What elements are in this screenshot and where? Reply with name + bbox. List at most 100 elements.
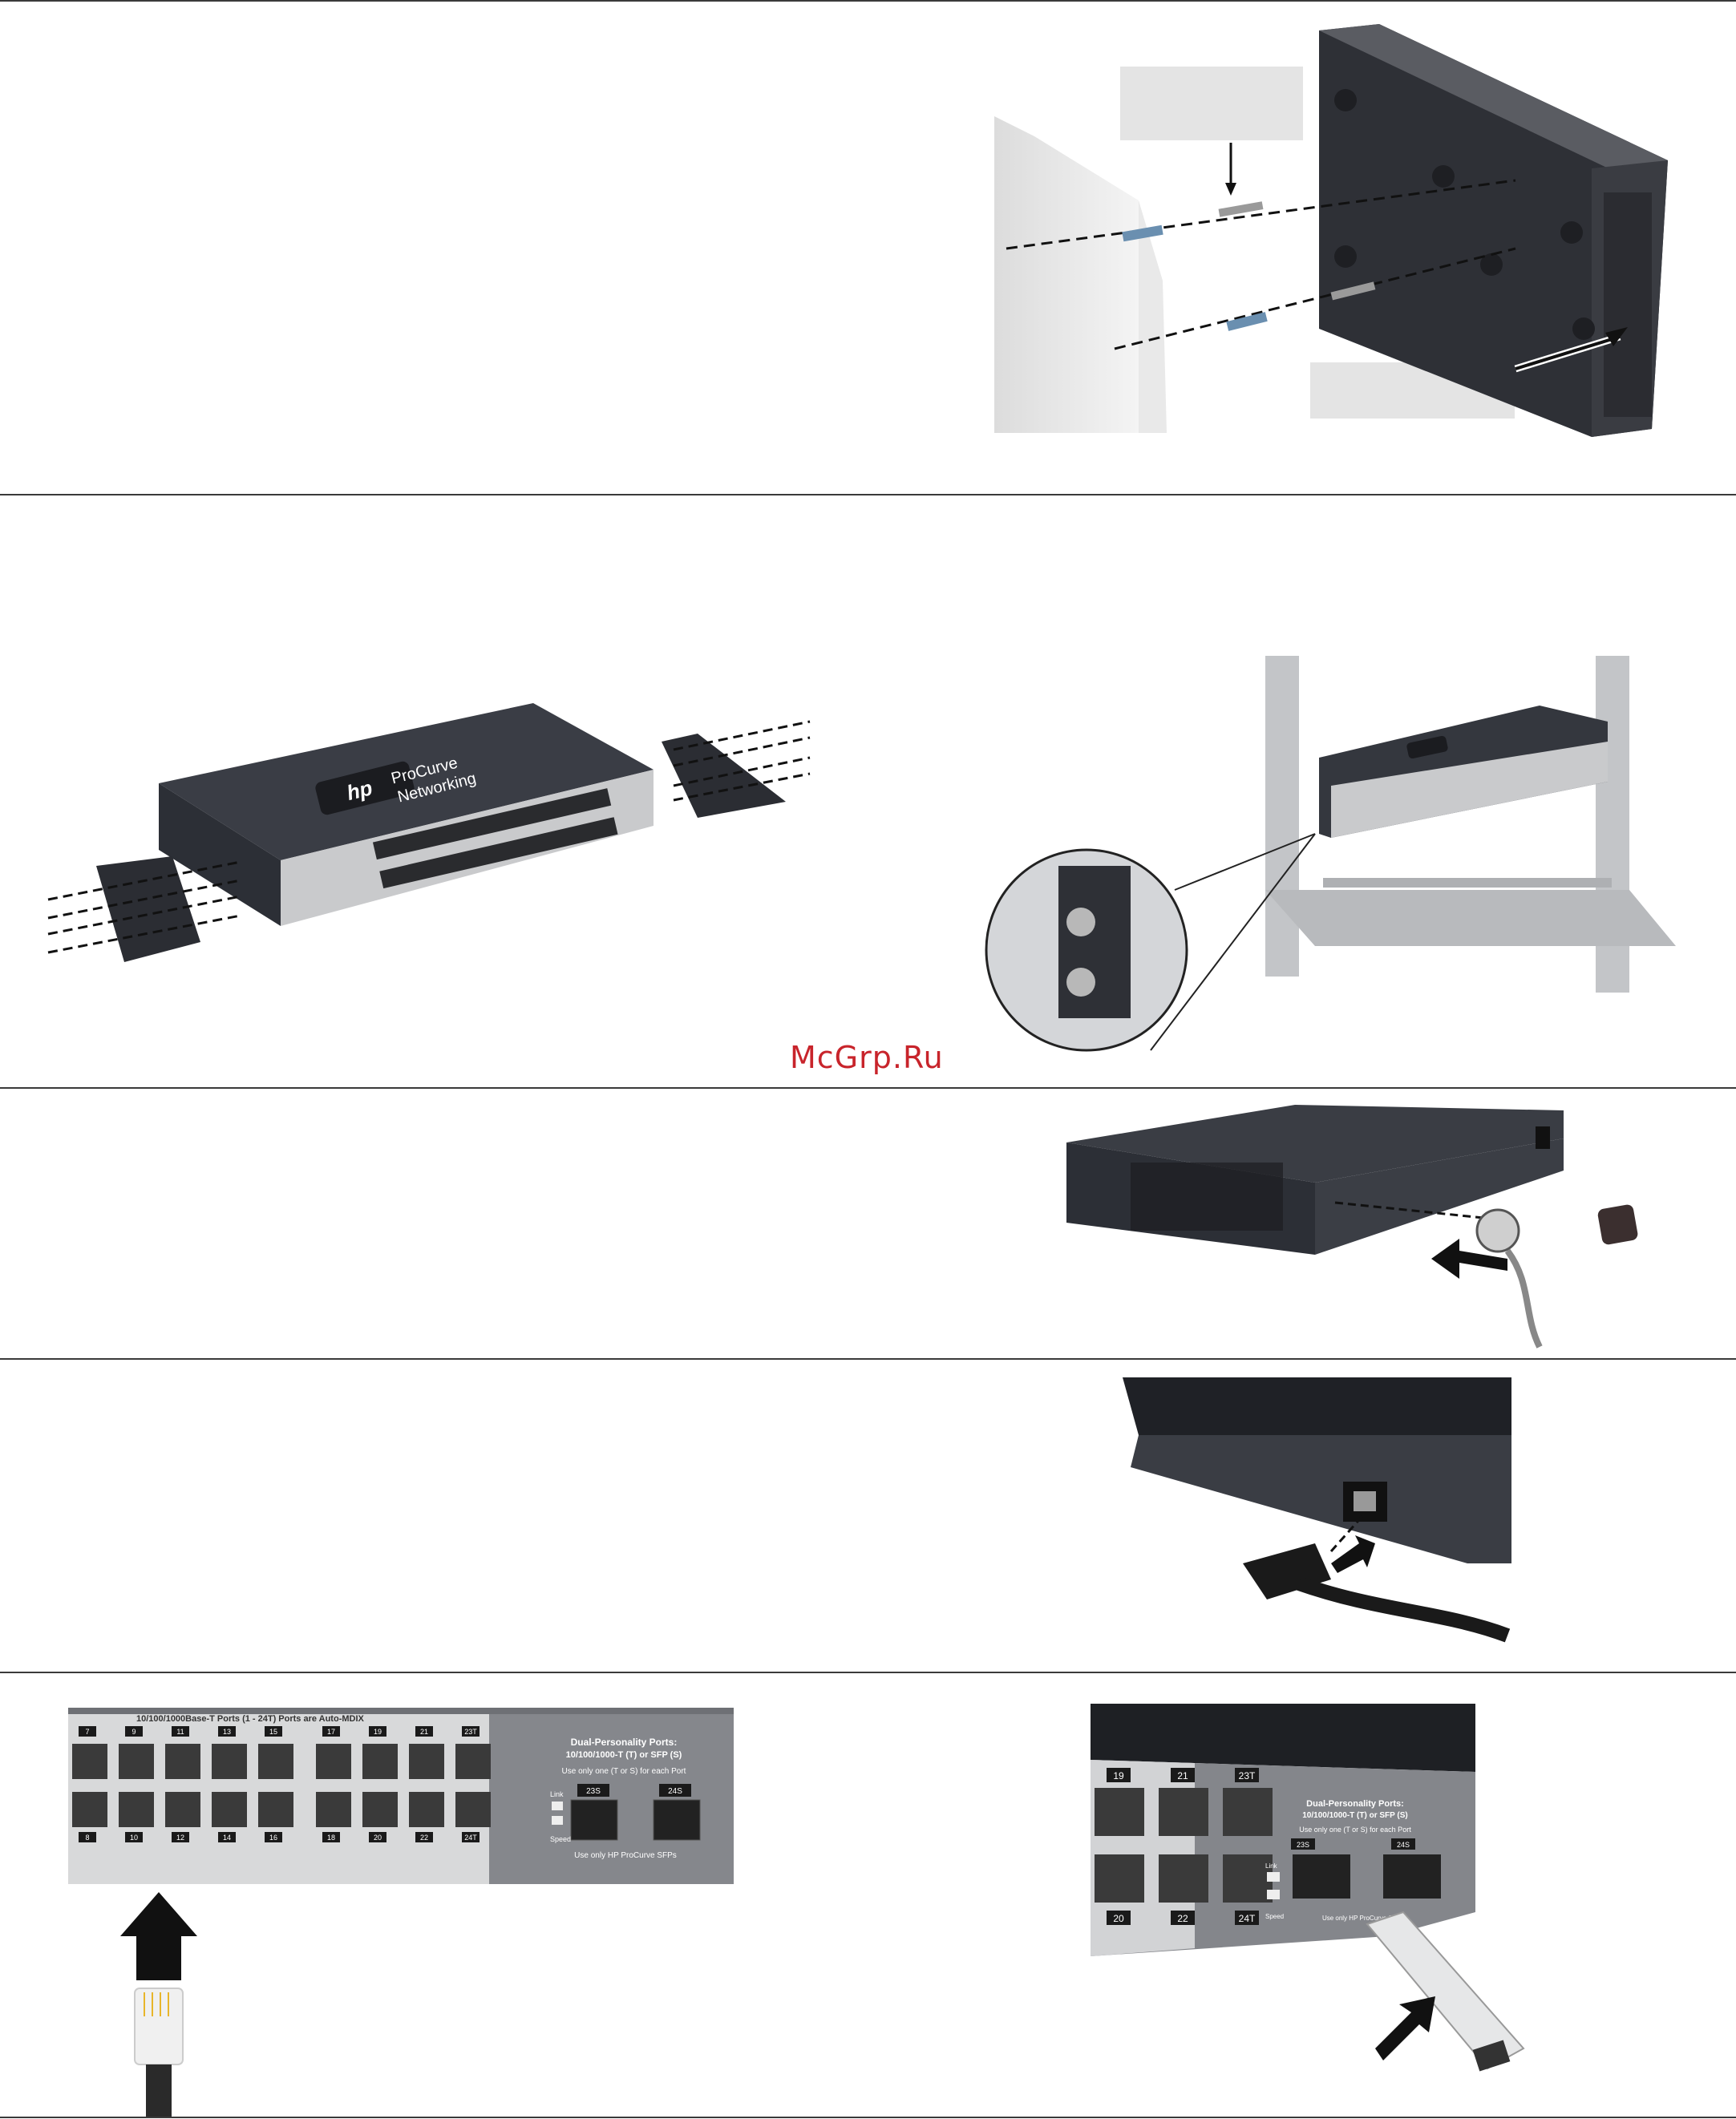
panel-rule-bottom <box>0 2117 1736 2118</box>
closeup-rj45-port[interactable] <box>1095 1788 1144 1836</box>
wall-mount-illustration <box>994 24 1668 437</box>
wall-edge <box>1034 136 1167 433</box>
closeup-rj45-port[interactable] <box>1159 1788 1208 1836</box>
closeup-port-number-bottom: 24T <box>1239 1913 1256 1924</box>
sfp-slot-23s <box>570 1799 618 1841</box>
rj45-port[interactable] <box>119 1792 154 1827</box>
closeup-sfp-label-24s: 24S <box>1397 1841 1410 1849</box>
rj45-port[interactable] <box>362 1744 398 1779</box>
wall-surface <box>994 116 1139 433</box>
closeup-rj45-port[interactable] <box>1223 1854 1273 1903</box>
sfp-transceiver <box>1366 1911 1525 2070</box>
port-number-bottom: 10 <box>130 1834 138 1842</box>
rj45-port[interactable] <box>212 1792 247 1827</box>
power-cable <box>1297 1576 1511 1643</box>
port-number-top: 23T <box>464 1728 477 1736</box>
closeup-dual-title: Dual-Personality Ports: <box>1306 1799 1404 1809</box>
port-number-bottom: 16 <box>269 1834 277 1842</box>
closeup-port-number-bottom: 20 <box>1113 1913 1124 1924</box>
rj45-port[interactable] <box>316 1792 351 1827</box>
power-cord-illustration <box>1123 1377 1511 1643</box>
rj45-port[interactable] <box>409 1792 444 1827</box>
port-number-bottom: 18 <box>327 1834 335 1842</box>
port-number-bottom: 24T <box>464 1834 477 1842</box>
hp-logo-badge <box>315 761 415 815</box>
screw-top <box>1218 201 1264 217</box>
port-number-top: 21 <box>420 1728 428 1736</box>
sfp-label-23s: 23S <box>586 1787 601 1796</box>
port-number-top: 17 <box>327 1728 335 1736</box>
sfp-note: Use only HP ProCurve SFPs <box>574 1851 677 1860</box>
rack-mount-illustration: hp ProCurve Networking <box>47 656 1676 1052</box>
rj45-port[interactable] <box>72 1792 107 1827</box>
switch-rear-top <box>1066 1105 1564 1183</box>
security-lock-illustration <box>1066 1105 1638 1349</box>
closeup-rj45-port[interactable] <box>1159 1854 1208 1903</box>
closeup-port-number-top: 21 <box>1177 1770 1188 1781</box>
rj45-port[interactable] <box>455 1744 491 1779</box>
rj45-port[interactable] <box>165 1792 200 1827</box>
lock-key <box>1597 1204 1638 1245</box>
anchor-top <box>1122 224 1163 242</box>
lock-head <box>1475 1208 1520 1253</box>
panel-rule-1 <box>0 494 1736 495</box>
rj45-port[interactable] <box>316 1744 351 1779</box>
rj45-port[interactable] <box>165 1744 200 1779</box>
dual-note: Use only one (T or S) for each Port <box>562 1767 686 1776</box>
port-number-bottom: 12 <box>176 1834 184 1842</box>
panel-rule-2 <box>0 1087 1736 1089</box>
port-number-bottom: 20 <box>374 1834 382 1842</box>
dual-title: Dual-Personality Ports: <box>571 1737 678 1748</box>
port-number-top: 9 <box>132 1728 136 1736</box>
sfp-slot-24s <box>653 1799 701 1841</box>
port-number-top: 19 <box>374 1728 382 1736</box>
rj45-port[interactable] <box>72 1744 107 1779</box>
insert-arrow <box>120 1892 197 1980</box>
insert-arrow <box>1331 1535 1375 1573</box>
rj45-port[interactable] <box>258 1744 293 1779</box>
panel-rule-top <box>0 0 1736 2</box>
closeup-rj45-port[interactable] <box>1223 1788 1273 1836</box>
port-number-top: 7 <box>85 1728 89 1736</box>
port-number-top: 11 <box>176 1728 184 1736</box>
rj45-port[interactable] <box>455 1792 491 1827</box>
switch-rear-panel <box>1131 1435 1511 1563</box>
ethernet-cable <box>146 2064 172 2117</box>
watermark: McGrp.Ru <box>790 1040 944 1075</box>
rj45-port[interactable] <box>212 1744 247 1779</box>
closeup-dual-note: Use only one (T or S) for each Port <box>1299 1826 1411 1834</box>
closeup-sfp-slot-23s <box>1293 1854 1350 1899</box>
closeup-port-number-bottom: 22 <box>1177 1913 1188 1924</box>
closeup-dual-sub: 10/100/1000-T (T) or SFP (S) <box>1302 1811 1408 1820</box>
switch-top-dark <box>1123 1377 1511 1435</box>
ports-panel: 10/100/1000Base-T Ports (1 - 24T) Ports … <box>0 1672 1736 2117</box>
lock-cable <box>1504 1248 1543 1349</box>
port-panel-header: 10/100/1000Base-T Ports (1 - 24T) Ports … <box>136 1714 365 1724</box>
rj45-port[interactable] <box>258 1792 293 1827</box>
port-number-bottom: 22 <box>420 1834 428 1842</box>
sfp-label-24s: 24S <box>668 1787 682 1796</box>
front-port-panel: 10/100/1000Base-T Ports (1 - 24T) Ports … <box>68 1708 734 2117</box>
closeup-led-link: Link <box>1265 1862 1278 1870</box>
rack-base <box>1265 890 1676 946</box>
anchor-bottom <box>1226 312 1268 331</box>
screw-bottom <box>1330 281 1376 301</box>
led-speed-label: Speed <box>550 1835 571 1843</box>
port-number-top: 13 <box>223 1728 231 1736</box>
insert-arrow <box>1431 1239 1507 1279</box>
rj45-port[interactable] <box>362 1792 398 1827</box>
port-number-top: 15 <box>269 1728 277 1736</box>
rj45-port[interactable] <box>409 1744 444 1779</box>
closeup-rj45-port[interactable] <box>1095 1854 1144 1903</box>
panel-rule-3 <box>0 1358 1736 1360</box>
led-link-label: Link <box>550 1790 564 1798</box>
insert-arrow <box>1375 1996 1435 2060</box>
rj45-connector <box>134 1988 184 2065</box>
left-bracket <box>96 856 200 962</box>
closeup-sfp-note: Use only HP ProCurve SFPs <box>1322 1915 1404 1922</box>
dual-sub: 10/100/1000-T (T) or SFP (S) <box>566 1750 682 1760</box>
port-number-bottom: 8 <box>85 1834 89 1842</box>
closeup-led-speed: Speed <box>1265 1913 1284 1920</box>
rj45-port[interactable] <box>119 1744 154 1779</box>
